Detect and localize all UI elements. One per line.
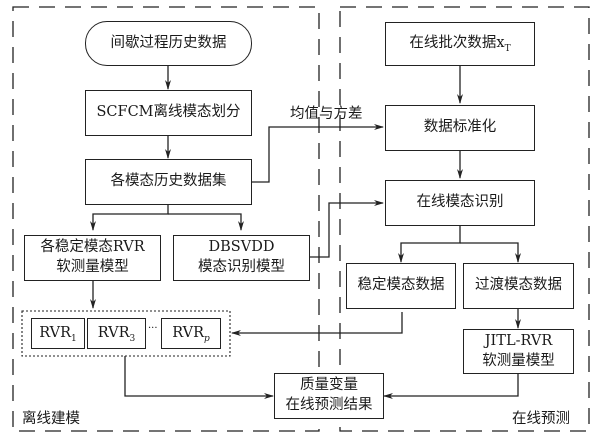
dbsvdd-node: DBSVDD 模态识别模型 — [173, 235, 310, 281]
online-mode-id-label: 在线模态识别 — [416, 194, 504, 211]
edge-jitl-to-result — [383, 373, 519, 399]
online-region-border — [339, 6, 590, 432]
standardize-node: 数据标准化 — [385, 105, 535, 151]
historical-data-node: 间歇过程历史数据 — [85, 21, 252, 66]
online-mode-id-node: 在线模态识别 — [385, 180, 535, 226]
stable-rvr-model-node: 各稳定模态RVR 软测量模型 — [24, 235, 161, 281]
dbsvdd-line1: DBSVDD — [208, 239, 275, 256]
rvrp-label: RVRp — [172, 324, 210, 344]
rvr-ellipsis: ··· — [148, 323, 158, 334]
dbsvdd-line2: 模态识别模型 — [198, 259, 285, 275]
jitl-rvr-node: JITL-RVR 软测量模型 — [463, 329, 574, 374]
offline-region-label: 离线建模 — [22, 411, 80, 427]
result-node: 质量变量 在线预测结果 — [274, 373, 384, 419]
rvr3-node: RVR3 — [87, 318, 146, 349]
jitl-rvr-line1: JITL-RVR — [484, 332, 553, 349]
mode-datasets-node: 各模态历史数据集 — [85, 159, 252, 205]
edge-mode-id-split — [398, 225, 461, 263]
stable-rvr-model-line2: 软测量模型 — [56, 259, 129, 275]
edge-rvr-group-to-result — [124, 356, 274, 399]
mode-datasets-label: 各模态历史数据集 — [110, 173, 227, 190]
rvr3-label: RVR3 — [97, 324, 136, 344]
transition-mode-data-label: 过渡模态数据 — [475, 277, 562, 294]
rvr1-node: RVR1 — [31, 318, 85, 349]
rvrp-node: RVRp — [161, 318, 221, 349]
scfcm-partition-label: SCFCM离线模态划分 — [96, 104, 241, 121]
scfcm-partition-node: SCFCM离线模态划分 — [85, 90, 252, 136]
rvr-group-border — [21, 310, 231, 357]
edge-stable-data-to-rvr-group — [231, 312, 403, 336]
transition-mode-data-node: 过渡模态数据 — [463, 263, 574, 309]
stable-rvr-model-line1: 各稳定模态RVR — [40, 239, 145, 256]
edge-dbsvdd-to-online-mode-id — [309, 200, 384, 258]
edge-datasets-to-dbsvdd — [168, 213, 244, 231]
result-line1: 质量变量 — [300, 377, 358, 394]
edge-datasets-split — [90, 205, 169, 231]
edge-mean-variance — [252, 124, 384, 183]
offline-region-border — [12, 6, 320, 432]
historical-data-label: 间歇过程历史数据 — [110, 34, 227, 51]
stable-mode-data-node: 稳定模态数据 — [346, 263, 456, 309]
rvr1-label: RVR1 — [39, 324, 77, 344]
online-region-label: 在线预测 — [512, 411, 570, 427]
online-batch-label: 在线批次数据xT — [409, 35, 511, 55]
stable-mode-data-label: 稳定模态数据 — [357, 277, 445, 294]
standardize-label: 数据标准化 — [423, 119, 497, 136]
edge-mode-id-to-transition — [460, 242, 521, 263]
result-line2: 在线预测结果 — [285, 397, 373, 413]
jitl-rvr-line2: 软测量模型 — [482, 352, 555, 369]
online-batch-node: 在线批次数据xT — [385, 22, 535, 66]
mean-variance-label: 均值与方差 — [290, 106, 363, 122]
